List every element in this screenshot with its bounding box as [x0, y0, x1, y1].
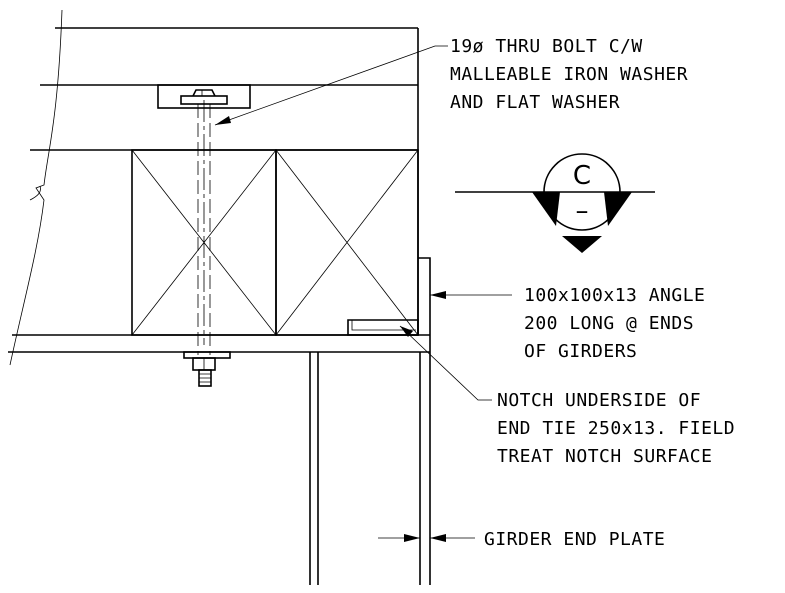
- angle-callout-line-3: OF GIRDERS: [524, 341, 637, 362]
- bolt-callout-line-3: AND FLAT WASHER: [450, 92, 620, 113]
- girder: [309, 335, 431, 585]
- notch-callout-line-2: END TIE 250x13. FIELD: [497, 418, 735, 439]
- break-line: [9, 9, 63, 366]
- plate-callout: GIRDER END PLATE: [484, 529, 665, 550]
- angle-callout-line-2: 200 LONG @ ENDS: [524, 313, 694, 334]
- deck-assembly: [8, 9, 430, 366]
- notch-callout-line-1: NOTCH UNDERSIDE OF: [497, 390, 701, 411]
- bolt-callout-line-1: 19ø THRU BOLT C/W: [450, 36, 643, 57]
- leaders: [214, 45, 512, 542]
- end-angle: [347, 257, 431, 336]
- section-letter: C: [573, 161, 591, 191]
- section-marker: C –: [455, 153, 655, 253]
- bolt-callout-line-2: MALLEABLE IRON WASHER: [450, 64, 688, 85]
- notch-callout-line-3: TREAT NOTCH SURFACE: [497, 446, 712, 467]
- bolt-head: [192, 89, 216, 97]
- nut-washer: [183, 351, 231, 359]
- angle-callout-line-1: 100x100x13 ANGLE: [524, 285, 705, 306]
- thru-bolt: [157, 84, 251, 387]
- timber-blocks: [131, 149, 419, 336]
- section-sub: –: [576, 196, 589, 226]
